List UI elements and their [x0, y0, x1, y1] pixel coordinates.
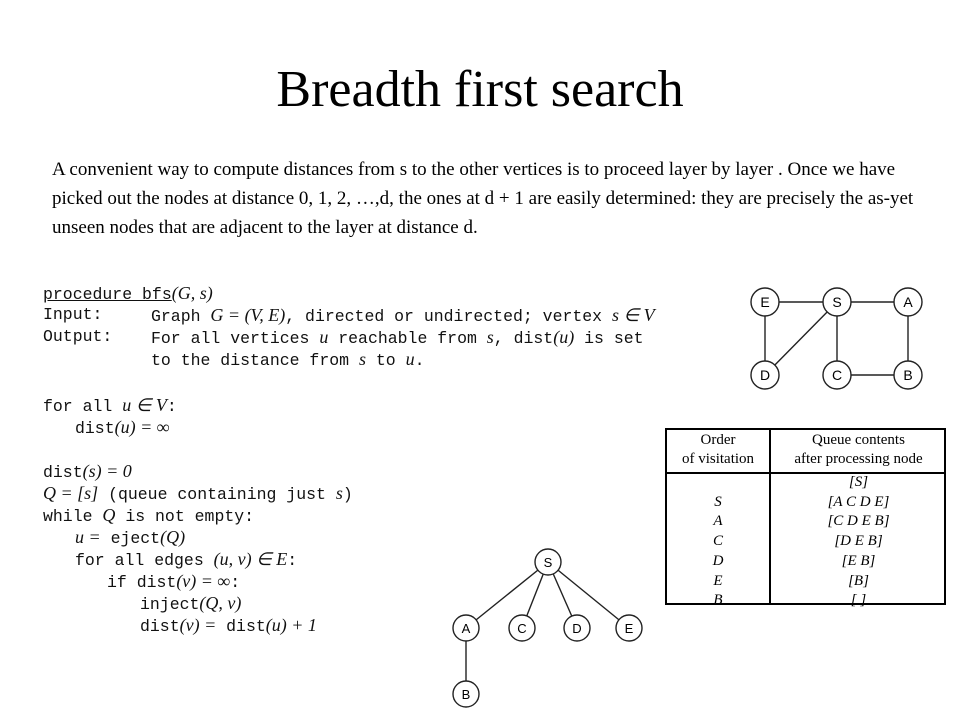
code-line-eject: u = eject(Q): [75, 527, 186, 548]
table-cell: B: [713, 592, 723, 609]
svg-text:B: B: [462, 687, 471, 702]
code-line-procedure: procedure bfs(G, s): [43, 283, 213, 304]
table-cell: [A C D E]: [827, 493, 890, 510]
tree-node-d: D: [563, 614, 591, 642]
svg-text:S: S: [832, 294, 841, 310]
table-cell: [B]: [848, 572, 869, 589]
table-divider: [769, 430, 771, 603]
table-cell: D: [712, 552, 724, 569]
graph-node-e: E: [750, 287, 780, 317]
code-line-dist-init: dist(u) = ∞: [75, 417, 170, 438]
queue-contents-table: Order of visitation Queue contents after…: [665, 428, 946, 608]
table-cell: C: [712, 533, 723, 550]
svg-text:D: D: [760, 367, 770, 383]
tree-node-b: B: [452, 680, 480, 708]
graph-node-s: S: [822, 287, 852, 317]
tree-node-c: C: [508, 614, 536, 642]
svg-text:A: A: [462, 621, 471, 636]
svg-text:S: S: [544, 555, 553, 570]
example-graph: E S A D C B: [750, 287, 923, 390]
table-cell: S: [714, 493, 722, 510]
intro-paragraph: A convenient way to compute distances fr…: [52, 159, 914, 238]
bfs-pseudocode: procedure bfs(G, s) Input:Graph G = (V, …: [43, 282, 723, 642]
code-line-while: while Q is not empty:: [43, 505, 255, 526]
table-cell: [C D E B]: [827, 513, 890, 530]
code-line-input: Input:Graph G = (V, E), directed or undi…: [43, 305, 655, 326]
code-line-dist-s: dist(s) = 0: [43, 461, 132, 482]
table-cell: [D E B]: [834, 533, 883, 550]
graph-node-c: C: [822, 360, 852, 390]
table-cell: [667, 473, 769, 493]
svg-text:E: E: [625, 621, 634, 636]
code-line-for-edges: for all edges (u, v) ∈ E:: [75, 549, 298, 570]
table-cell: [S]: [848, 474, 869, 490]
header-queue-contents: Queue contents after processing node: [794, 432, 923, 467]
table-cell: A: [713, 513, 723, 530]
tree-node-s: S: [534, 548, 562, 576]
code-line-if: if dist(v) = ∞:: [107, 571, 241, 592]
table-cell: [ ]: [850, 592, 867, 609]
code-line-output-cont: to the distance from s to u.: [151, 349, 425, 370]
graph-node-a: A: [893, 287, 923, 317]
code-line-dist-update: dist(v) = dist(u) + 1: [140, 615, 317, 636]
svg-text:B: B: [903, 367, 912, 383]
bfs-tree: S A C D E B: [452, 548, 643, 708]
svg-text:C: C: [517, 621, 526, 636]
svg-text:E: E: [760, 294, 769, 310]
code-line-inject: inject(Q, v): [140, 593, 242, 614]
code-line-forall: for all u ∈ V:: [43, 395, 177, 416]
graph-node-b: B: [893, 360, 923, 390]
graph-node-d: D: [750, 360, 780, 390]
slide-title: Breadth first search: [276, 61, 684, 118]
svg-text:A: A: [903, 294, 913, 310]
header-order: Order of visitation: [681, 432, 755, 467]
table-header: Order of visitation Queue contents after…: [667, 430, 944, 474]
tree-node-a: A: [452, 614, 480, 642]
svg-text:C: C: [832, 367, 842, 383]
code-line-output: Output:For all vertices u reachable from…: [43, 327, 644, 348]
table-cell: E: [713, 572, 723, 589]
table-column-order: S A C D E B: [667, 473, 769, 611]
table-column-queue: [S] [A C D E] [C D E B] [D E B] [E B] [B…: [771, 473, 946, 611]
code-line-queue-init: Q = [s] (queue containing just s): [43, 483, 353, 504]
tree-node-e: E: [615, 614, 643, 642]
svg-text:D: D: [572, 621, 581, 636]
table-cell: [E B]: [841, 552, 876, 569]
